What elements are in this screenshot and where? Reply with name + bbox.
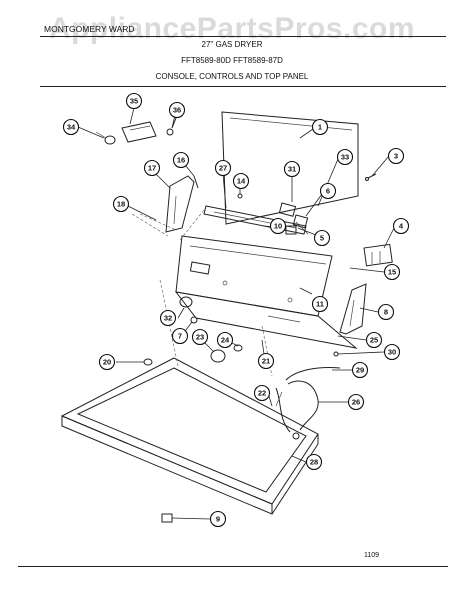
callout-33: 33 <box>336 148 354 166</box>
subtitle: 27" GAS DRYER <box>201 40 263 49</box>
svg-text:6: 6 <box>326 187 330 196</box>
svg-text:9: 9 <box>216 515 220 524</box>
callout-15: 15 <box>383 263 401 281</box>
header-rule-top <box>40 36 446 37</box>
group-title: CONSOLE, CONTROLS AND TOP PANEL <box>155 72 309 81</box>
footer-rule <box>18 566 448 567</box>
callout-4: 4 <box>392 217 410 235</box>
section-title: MONTGOMERY WARD <box>44 24 135 34</box>
svg-text:4: 4 <box>399 222 404 231</box>
leader-lines <box>77 107 396 520</box>
svg-text:18: 18 <box>117 200 125 209</box>
callout-5: 5 <box>313 229 331 247</box>
knobs <box>179 296 243 363</box>
callout-1: 1 <box>311 118 329 136</box>
callout-35: 35 <box>125 92 143 110</box>
svg-text:20: 20 <box>103 358 111 367</box>
callout-29: 29 <box>351 361 369 379</box>
callout-22: 22 <box>253 384 271 402</box>
svg-text:29: 29 <box>356 366 364 375</box>
callout-18: 18 <box>112 195 130 213</box>
svg-text:35: 35 <box>130 97 138 106</box>
header-rule-bottom <box>40 86 446 87</box>
terminal-block-part-35 <box>95 117 177 145</box>
timer-part-4 <box>363 243 393 267</box>
callout-3: 3 <box>387 147 405 165</box>
callout-10: 10 <box>269 217 287 235</box>
svg-text:21: 21 <box>262 357 270 366</box>
svg-text:23: 23 <box>196 333 204 342</box>
svg-text:8: 8 <box>384 308 388 317</box>
callout-9: 9 <box>209 510 227 528</box>
console-end-cap-right <box>339 283 367 335</box>
svg-text:31: 31 <box>288 165 296 174</box>
callout-34: 34 <box>62 118 80 136</box>
callout-36: 36 <box>168 101 186 119</box>
callout-30: 30 <box>383 343 401 361</box>
svg-text:30: 30 <box>388 348 396 357</box>
svg-text:36: 36 <box>173 106 181 115</box>
callout-17: 17 <box>143 159 161 177</box>
callout-6: 6 <box>319 182 337 200</box>
svg-text:34: 34 <box>67 123 76 132</box>
screw-part-3 <box>365 173 377 181</box>
svg-text:33: 33 <box>341 153 349 162</box>
page-code: 1109 <box>364 552 380 559</box>
svg-text:11: 11 <box>316 300 324 309</box>
control-switch-cluster <box>278 202 309 235</box>
callout-25: 25 <box>365 331 383 349</box>
svg-text:32: 32 <box>164 314 172 323</box>
top-panel <box>60 357 319 515</box>
wiring-harness <box>275 367 341 440</box>
model-numbers: FFT8589-80D FFT8589-87D <box>181 56 283 65</box>
svg-text:25: 25 <box>370 336 378 345</box>
console-panel <box>174 235 358 349</box>
svg-text:28: 28 <box>310 458 318 467</box>
screws-console <box>139 175 243 231</box>
callout-31: 31 <box>283 160 301 178</box>
callout-23: 23 <box>191 328 209 346</box>
svg-text:14: 14 <box>237 177 246 186</box>
svg-text:16: 16 <box>177 156 185 165</box>
callout-11: 11 <box>311 295 329 313</box>
console-end-cap-left <box>165 175 195 233</box>
watermark: AppliancePartsPros.com <box>48 12 416 45</box>
callout-24: 24 <box>216 331 234 349</box>
svg-text:22: 22 <box>258 389 266 398</box>
screws-misc <box>143 351 339 523</box>
callout-16: 16 <box>172 151 190 169</box>
svg-text:15: 15 <box>388 268 396 277</box>
console-back-panel <box>221 111 359 225</box>
callout-7: 7 <box>171 327 189 345</box>
callout-14: 14 <box>232 172 250 190</box>
callout-20: 20 <box>98 353 116 371</box>
callout-27: 27 <box>214 159 232 177</box>
callout-21: 21 <box>257 352 275 370</box>
svg-text:17: 17 <box>148 164 156 173</box>
svg-text:26: 26 <box>352 398 360 407</box>
callout-26: 26 <box>347 393 365 411</box>
svg-text:3: 3 <box>394 152 398 161</box>
callout-28: 28 <box>305 453 323 471</box>
svg-text:24: 24 <box>221 336 230 345</box>
callout-8: 8 <box>377 303 395 321</box>
callout-32: 32 <box>159 309 177 327</box>
svg-text:1: 1 <box>318 123 322 132</box>
svg-text:5: 5 <box>320 234 324 243</box>
svg-text:27: 27 <box>219 164 227 173</box>
svg-text:7: 7 <box>178 332 182 341</box>
svg-text:10: 10 <box>274 222 282 231</box>
hidden-lines <box>131 209 273 377</box>
